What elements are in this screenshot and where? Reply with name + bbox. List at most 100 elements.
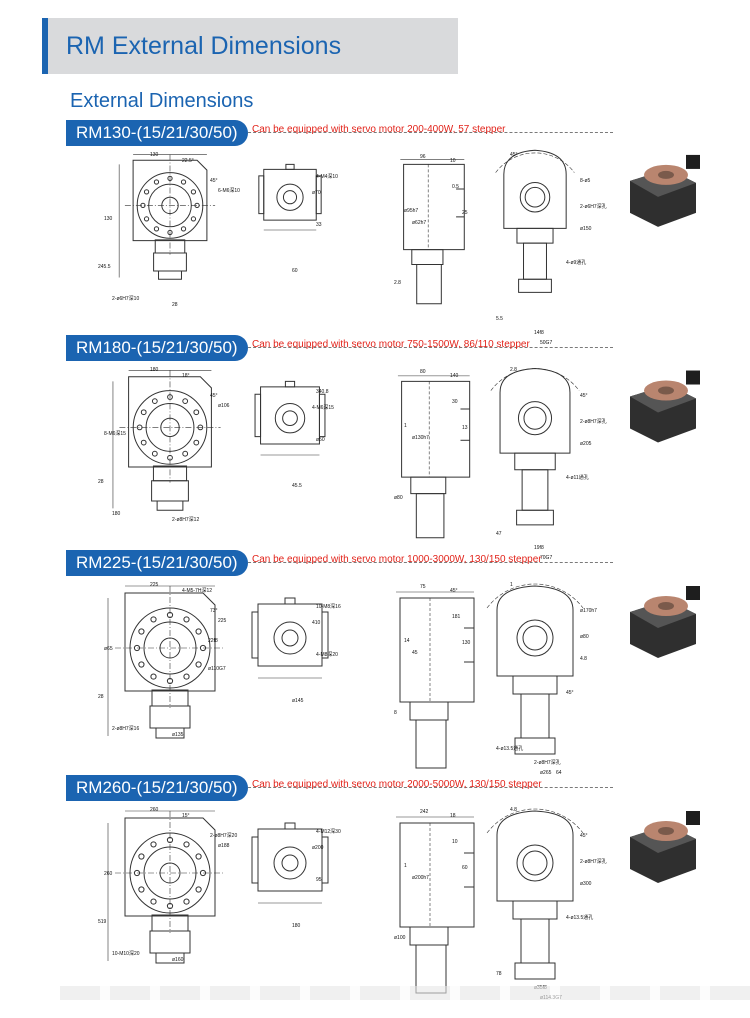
dimension-label: 25: [462, 210, 468, 216]
dimension-label: 45°: [450, 588, 458, 594]
dimension-label: 45: [412, 650, 418, 656]
front-view: [108, 586, 225, 738]
dimension-label: 4-M12深30: [316, 828, 341, 835]
dimension-label: 242: [420, 809, 429, 815]
motor-compatibility-note: Can be equipped with servo motor 1000-30…: [252, 554, 542, 565]
dimension-label: 70G7: [540, 555, 552, 561]
dimension-label: 50G7: [540, 340, 552, 346]
dimension-label: 8: [394, 710, 397, 716]
dimension-label: 519: [98, 919, 107, 925]
dimension-label: 1: [510, 582, 513, 588]
motor-compatibility-note: Can be equipped with servo motor 750-150…: [252, 339, 530, 350]
dimension-label: 10-M10深20: [112, 950, 140, 957]
front-view: [108, 811, 225, 963]
motor-compatibility-note: Can be equipped with servo motor 200-400…: [252, 124, 506, 135]
dimension-label: ø145: [292, 698, 304, 704]
dimension-label: ø188: [218, 843, 230, 849]
dimension-label: ø65: [104, 646, 113, 652]
dimension-label: 18: [450, 813, 456, 819]
dimension-label: 6-M6深10: [218, 187, 240, 194]
page-title-bar: RM External Dimensions: [42, 18, 458, 74]
dimension-label: 130: [104, 216, 113, 222]
model-label: RM180-(15/21/30/50): [66, 335, 248, 361]
model-section: RM130-(15/21/30/50) Can be equipped with …: [0, 120, 750, 346]
dimension-label: ø95h7: [404, 208, 418, 214]
dimension-label: 45°: [210, 178, 218, 184]
front-view: [119, 155, 215, 280]
dimension-label: ø205: [580, 441, 592, 447]
dimension-drawings: 2254-M5-7H深1273°225ø652-ø8H7深16ø1352810-…: [98, 582, 700, 776]
model-divider: [238, 787, 613, 788]
dimension-label: 19f8: [534, 545, 544, 551]
dimension-label: 2.8: [510, 367, 517, 373]
model-divider: [238, 132, 613, 133]
dimension-label: 28: [98, 479, 104, 485]
side-view: [252, 598, 328, 678]
profile-view: [496, 150, 575, 292]
dimension-label: 410: [312, 620, 321, 626]
dimension-label: 2.8: [394, 280, 401, 286]
dimension-label: 2-ø8H7深孔: [580, 858, 607, 865]
model-section: RM180-(15/21/30/50) Can be equipped with …: [0, 335, 750, 561]
dimension-label: 22.5°: [182, 158, 194, 164]
dimension-label: 130: [462, 640, 471, 646]
dimension-label: 45°: [580, 393, 588, 399]
dimension-label: ø80: [580, 634, 589, 640]
dimension-label: 10: [452, 839, 458, 845]
side-view: [255, 381, 325, 455]
dimension-label: 30: [452, 399, 458, 405]
dimension-label: ø160: [172, 957, 184, 963]
front-view: [113, 370, 221, 510]
dimension-label: 2-ø6H7深10: [112, 295, 139, 302]
side-view: [252, 823, 328, 903]
section-view: [398, 376, 470, 538]
dimension-label: 75: [420, 584, 426, 590]
model-label: RM260-(15/21/30/50): [66, 775, 248, 801]
model-label: RM130-(15/21/30/50): [66, 120, 248, 146]
dimension-label: 5.5: [496, 316, 503, 322]
profile-view: [487, 584, 583, 754]
dimension-label: 45°: [566, 690, 574, 696]
dimension-label: 14f8: [534, 330, 544, 336]
dimension-label: ø130h7: [412, 435, 429, 441]
profile-view: [491, 368, 579, 524]
dimension-label: ø110G7: [208, 666, 226, 672]
motor-compatibility-note: Can be equipped with servo motor 2000-50…: [252, 779, 542, 790]
dimension-label: 45°: [580, 833, 588, 839]
dimension-label: ø106: [218, 403, 230, 409]
dimension-label: 64: [556, 770, 562, 776]
dimension-label: 4-ø13.5通孔: [566, 914, 593, 921]
side-view: [259, 164, 321, 230]
dimension-label: 60: [292, 268, 298, 274]
section-heading: External Dimensions: [70, 90, 254, 112]
dimension-label: 45.5: [292, 483, 302, 489]
dimension-label: 78: [496, 971, 502, 977]
dimension-label: 225: [218, 618, 227, 624]
dimension-label: ø150: [580, 226, 592, 232]
dimension-label: 260: [150, 807, 159, 813]
dimension-label: 181: [452, 614, 461, 620]
dimension-label: 130: [150, 152, 159, 158]
dimension-label: 4-ø11通孔: [566, 474, 589, 481]
model-divider: [238, 347, 613, 348]
dimension-label: 45°: [210, 393, 218, 399]
dimension-label: 2-ø8H7深20: [210, 832, 237, 839]
dimension-label: 28: [172, 302, 178, 308]
section-view: [400, 159, 464, 303]
dimension-label: 10: [450, 158, 456, 164]
dimension-label: 180: [292, 923, 301, 929]
dimension-label: 4.8: [510, 807, 517, 813]
dimension-label: 45°: [510, 152, 518, 158]
model-section: RM225-(15/21/30/50)Can be equipped with …: [0, 550, 750, 776]
dimension-label: ø200: [312, 845, 324, 851]
page-title: RM External Dimensions: [66, 32, 342, 60]
dimension-label: 4-M4深10: [316, 173, 338, 180]
dimension-label: 2-ø8H7深孔: [534, 759, 561, 766]
dimension-label: 2-ø6H7深孔: [580, 203, 607, 210]
dimension-label: 180: [112, 511, 121, 517]
dimension-drawings: 13022.5°45°6-M6深101302-ø6H7深1028245.54-M…: [98, 148, 700, 346]
dimension-label: 14: [404, 638, 410, 644]
dimension-label: ø265: [540, 770, 552, 776]
profile-view: [487, 809, 583, 979]
dimension-label: 4.8: [580, 656, 587, 662]
